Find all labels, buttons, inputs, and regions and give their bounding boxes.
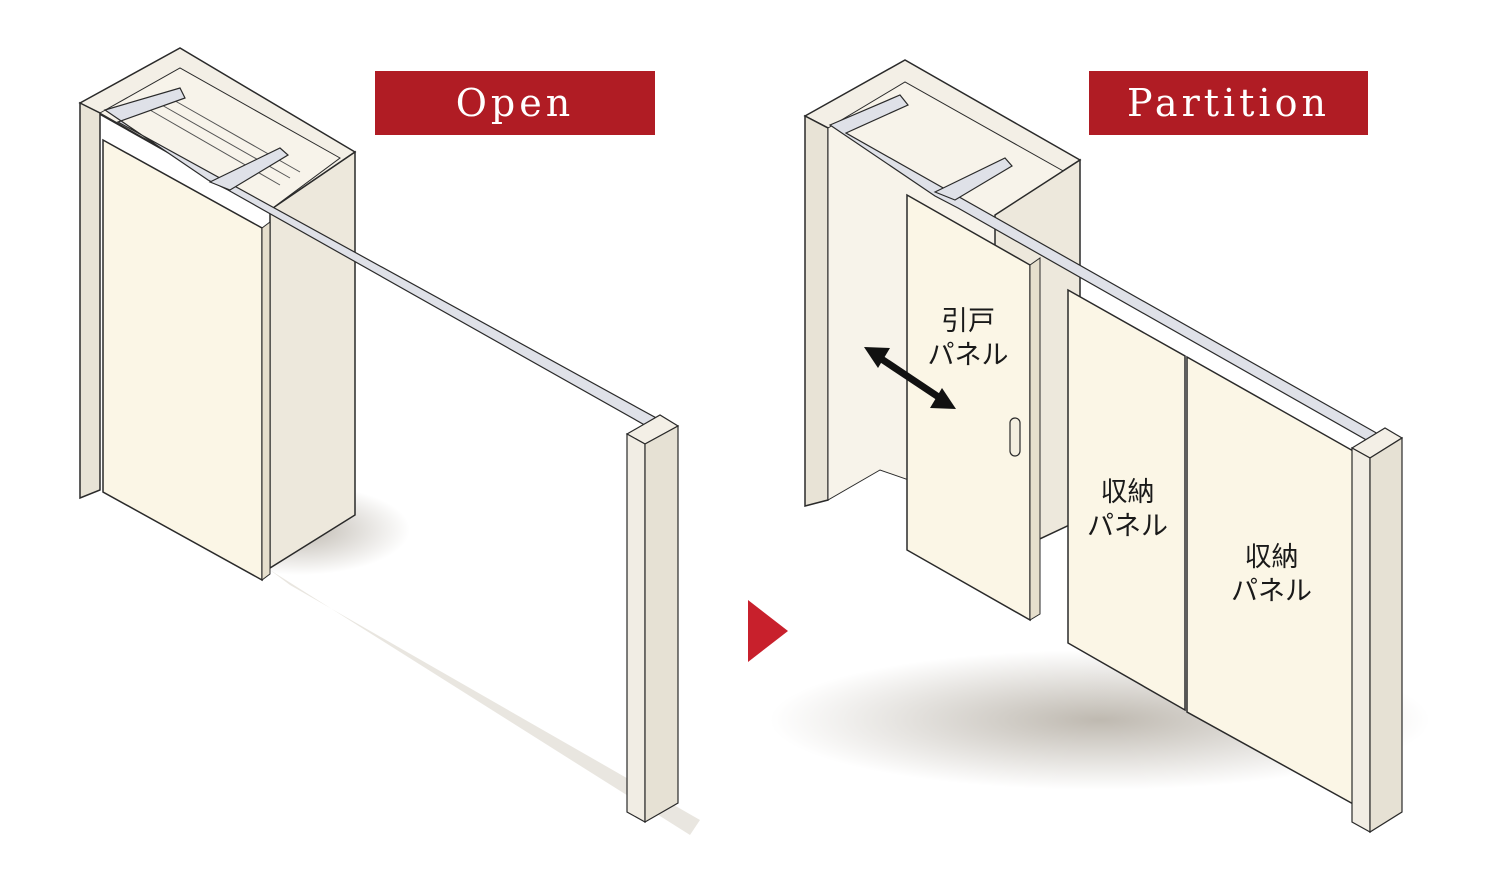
open-stored-panel-edge <box>261 221 271 581</box>
open-scene <box>78 47 700 835</box>
sliding-door-label-line2: パネル <box>927 340 1009 371</box>
open-cabinet-left-wall <box>79 101 101 500</box>
partition-cabinet-left-wall <box>804 114 829 507</box>
partition-scene <box>770 59 1430 834</box>
open-banner: Open <box>375 71 655 135</box>
sliding-door-label-line1: 引戸 <box>941 306 995 337</box>
partition-banner-label: Partition <box>1127 81 1330 125</box>
partition-banner: Partition <box>1089 71 1368 135</box>
storage-panel-a-label-line2: パネル <box>1087 511 1168 542</box>
storage-panel-a-label-line1: 収納 <box>1100 477 1155 508</box>
partition-end-post-front <box>1351 446 1371 834</box>
open-end-post-front <box>626 432 646 824</box>
double-arrow-icon <box>864 347 956 409</box>
partition-end-post-side <box>1369 436 1403 834</box>
open-stored-panel <box>102 138 263 582</box>
sliding-door-label: 引戸 パネル <box>923 305 1013 373</box>
triangle-right-icon <box>748 600 788 662</box>
storage-panel-b-label: 収納 パネル <box>1224 541 1319 609</box>
partition-rail-branch <box>933 157 1013 201</box>
storage-panel-a-label: 収納 パネル <box>1080 476 1175 544</box>
open-rail-branch <box>208 147 290 191</box>
sliding-door-panel <box>906 193 1031 622</box>
sliding-door-edge <box>1029 257 1041 621</box>
door-handle <box>1009 417 1021 457</box>
open-end-post-side <box>644 424 679 824</box>
open-post-shadow <box>270 570 700 835</box>
open-banner-label: Open <box>455 81 575 125</box>
storage-panel-b-label-line2: パネル <box>1231 576 1312 607</box>
storage-panel-a <box>1067 288 1186 712</box>
storage-panel-b-label-line1: 収納 <box>1244 542 1299 573</box>
